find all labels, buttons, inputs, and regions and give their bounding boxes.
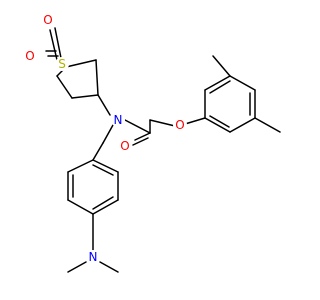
bond: [209, 80, 231, 94]
bond: [102, 124, 114, 144]
ether-oxygen: O: [175, 118, 184, 132]
bond: [254, 117, 281, 133]
bond: [209, 115, 230, 128]
bond: [92, 196, 114, 210]
bond: [229, 75, 256, 91]
bond: [67, 199, 94, 215]
amide-nitrogen: N: [114, 113, 123, 127]
bond: [54, 27, 62, 59]
bond: [184, 117, 206, 125]
amine-nitrogen: N: [89, 250, 98, 264]
bond: [67, 159, 94, 173]
bond: [92, 159, 119, 173]
bond: [204, 117, 231, 133]
carbonyl-oxygen: O: [120, 139, 129, 153]
sulfur-atom: S: [58, 57, 66, 71]
bond: [56, 75, 73, 99]
bond: [92, 199, 119, 215]
bond: [212, 55, 231, 77]
bond: [134, 132, 151, 141]
bond: [229, 117, 256, 133]
bond: [67, 261, 87, 273]
bond: [149, 119, 176, 127]
bond: [71, 94, 99, 99]
bonds: [45, 27, 281, 273]
sulfonyl-oxygen-1: O: [43, 13, 52, 27]
bond: [92, 142, 104, 161]
atom-labels: S O O N O O N: [23, 13, 187, 264]
bond: [65, 59, 97, 68]
bond: [99, 261, 119, 273]
bond: [132, 137, 149, 146]
sulfonyl-oxygen-2: O: [25, 49, 34, 63]
bond: [204, 75, 231, 91]
bond: [97, 94, 111, 116]
bond: [95, 59, 99, 96]
bond: [49, 29, 58, 61]
bond: [92, 164, 114, 176]
molecule-structure-diagram: S O O N O O N: [23, 13, 281, 273]
molecule-svg: S O O N O O N: [23, 13, 281, 273]
bond: [124, 119, 151, 134]
